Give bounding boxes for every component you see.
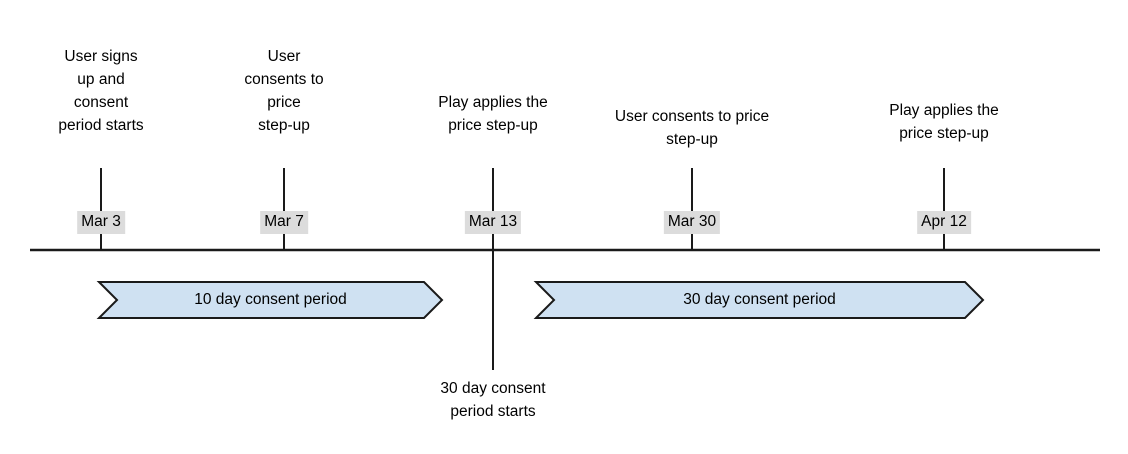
event-label-mar-3: User signs up and consent period starts (58, 48, 144, 134)
event-label-mar-7: User consents to price step-up (244, 48, 324, 134)
event-label-mar-13: Play applies the price step-up (438, 94, 548, 134)
event-date-chip-mar-30: Mar 30 (663, 211, 721, 234)
banner-label-consent-period-30-day: 30 day consent period (683, 291, 836, 308)
event-date-chip-apr-12: Apr 12 (917, 211, 971, 234)
event-date-chip-mar-13: Mar 13 (464, 211, 522, 234)
banner-shape-consent-period-30-day (533, 281, 985, 319)
event-label-apr-12: Play applies the price step-up (889, 102, 999, 142)
event-label-mar-30: User consents to price step-up (614, 108, 770, 148)
banner-label-consent-period-10-day: 10 day consent period (194, 291, 347, 308)
event-date-chip-mar-3: Mar 3 (77, 211, 125, 234)
note-label-consent-period-start-note: 30 day consent period starts (440, 380, 546, 420)
event-date-chip-mar-7: Mar 7 (260, 211, 308, 234)
banner-shape-consent-period-10-day (96, 281, 444, 319)
